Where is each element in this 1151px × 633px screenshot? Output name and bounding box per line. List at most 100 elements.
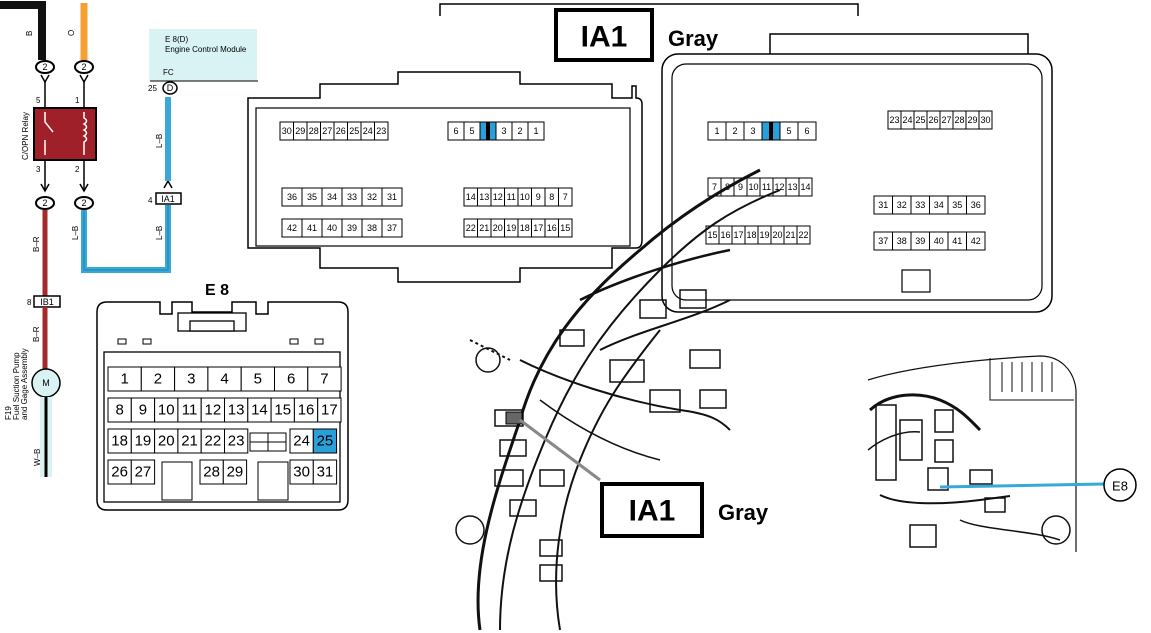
pin-label-12: 12 bbox=[493, 192, 503, 202]
pin-label-3: 3 bbox=[501, 126, 506, 136]
ecm-code: E 8(D) bbox=[165, 35, 188, 44]
pin-cell-36 bbox=[966, 195, 986, 215]
pin-label-25: 25 bbox=[349, 126, 359, 136]
pin-label-39: 39 bbox=[915, 236, 925, 246]
pin-label-2: 2 bbox=[732, 126, 737, 136]
pin-label-3: 3 bbox=[750, 126, 755, 136]
relay-pin-3: 3 bbox=[36, 165, 41, 174]
pin-label-24: 24 bbox=[293, 433, 310, 450]
pin-label-41: 41 bbox=[307, 223, 317, 233]
relay-name: C/OPN Relay bbox=[21, 112, 30, 160]
pin-label-25: 25 bbox=[915, 115, 925, 125]
pin-label-2: 2 bbox=[154, 371, 162, 388]
pin-label-30: 30 bbox=[293, 464, 310, 481]
pin-label-35: 35 bbox=[307, 192, 317, 202]
pin-label-3: 3 bbox=[187, 371, 195, 388]
pin-label-9: 9 bbox=[536, 192, 541, 202]
pin-label-7: 7 bbox=[563, 192, 568, 202]
ecm-box bbox=[149, 29, 257, 81]
wire-label-lb-1: L–B bbox=[71, 226, 80, 240]
pin-label-16: 16 bbox=[298, 402, 315, 419]
e8-callout-label: E8 bbox=[1112, 479, 1128, 494]
e8-callout-line bbox=[939, 482, 1105, 489]
pin-label-29: 29 bbox=[295, 126, 305, 136]
chevron-icon bbox=[40, 74, 50, 84]
pin-label-12: 12 bbox=[205, 402, 222, 419]
pin-label-27: 27 bbox=[941, 115, 951, 125]
pin-label-36: 36 bbox=[287, 192, 297, 202]
e8-key-slot bbox=[161, 461, 193, 501]
location-ia1-color: Gray bbox=[718, 500, 769, 525]
pin-key-bar bbox=[486, 122, 490, 140]
pin-label-20: 20 bbox=[158, 433, 175, 450]
pin-label-15: 15 bbox=[707, 230, 717, 240]
junction-3: 2 bbox=[35, 196, 55, 210]
pin-cell-17 bbox=[317, 397, 342, 423]
pin-cell-2 bbox=[140, 366, 176, 392]
ecm-pin-letter: D bbox=[167, 83, 174, 93]
pin-label-29: 29 bbox=[227, 464, 244, 481]
e8-title: E 8 bbox=[205, 282, 229, 299]
pin-label-31: 31 bbox=[878, 200, 888, 210]
pin-label-18: 18 bbox=[746, 230, 756, 240]
pin-label-19: 19 bbox=[135, 433, 152, 450]
pin-label-4: 4 bbox=[220, 371, 228, 388]
pin-label-6: 6 bbox=[804, 126, 809, 136]
wire-label-lb-2: L–B bbox=[155, 226, 164, 240]
wire-label-wb: W–B bbox=[33, 449, 42, 466]
ia1-title-box bbox=[554, 8, 654, 62]
pin-label-16: 16 bbox=[720, 230, 730, 240]
pin-label-18: 18 bbox=[111, 433, 128, 450]
pin-label-28: 28 bbox=[203, 464, 220, 481]
wire-label-lb-3: L–B bbox=[155, 134, 164, 148]
pin-cell-31 bbox=[312, 459, 338, 485]
pin-label-1: 1 bbox=[714, 126, 719, 136]
pin-label-38: 38 bbox=[897, 236, 907, 246]
pin-label-7: 7 bbox=[712, 182, 717, 192]
pin-label-23: 23 bbox=[228, 433, 245, 450]
pin-cell-3 bbox=[174, 366, 209, 392]
pin-label-31: 31 bbox=[317, 464, 334, 481]
pin-label-17: 17 bbox=[321, 402, 338, 419]
pin-label-4: 4 bbox=[768, 126, 773, 136]
pin-label-11: 11 bbox=[182, 402, 198, 419]
pin-label-23: 23 bbox=[889, 115, 899, 125]
pin-label-11: 11 bbox=[507, 192, 516, 202]
pin-label-42: 42 bbox=[287, 223, 297, 233]
pin-label-1: 1 bbox=[533, 126, 538, 136]
pin-label-33: 33 bbox=[347, 192, 357, 202]
ecm-terminal: FC bbox=[163, 68, 174, 77]
pin-label-27: 27 bbox=[322, 126, 332, 136]
pin-label-39: 39 bbox=[347, 223, 357, 233]
pin-label-8: 8 bbox=[549, 192, 554, 202]
pin-label-13: 13 bbox=[787, 182, 797, 192]
pin-label-6: 6 bbox=[453, 126, 458, 136]
pin-label-37: 37 bbox=[387, 223, 397, 233]
pin-label-17: 17 bbox=[733, 230, 743, 240]
svg-text:2: 2 bbox=[42, 198, 47, 208]
pin-cell-1 bbox=[107, 366, 142, 392]
pin-cell-7 bbox=[307, 366, 342, 392]
relay-pin-5: 5 bbox=[36, 96, 41, 105]
pin-label-20: 20 bbox=[772, 230, 782, 240]
pin-label-14: 14 bbox=[251, 402, 268, 419]
pin-label-11: 11 bbox=[762, 182, 771, 192]
pin-label-1: 1 bbox=[120, 371, 128, 388]
pin-label-15: 15 bbox=[274, 402, 291, 419]
e8-callout bbox=[1103, 468, 1137, 502]
pin-label-37: 37 bbox=[878, 236, 888, 246]
svg-text:2: 2 bbox=[81, 198, 86, 208]
svg-text:2: 2 bbox=[81, 62, 86, 72]
pin-label-5: 5 bbox=[786, 126, 791, 136]
chevron-icon bbox=[163, 179, 173, 189]
pin-label-21: 21 bbox=[181, 433, 198, 450]
pin-label-26: 26 bbox=[928, 115, 938, 125]
pin-label-32: 32 bbox=[897, 200, 907, 210]
ecm-pin-number: 25 bbox=[148, 84, 157, 93]
pin-cell-6 bbox=[274, 366, 309, 392]
ib1-pin: 8 bbox=[27, 298, 32, 307]
pin-label-26: 26 bbox=[111, 464, 128, 481]
